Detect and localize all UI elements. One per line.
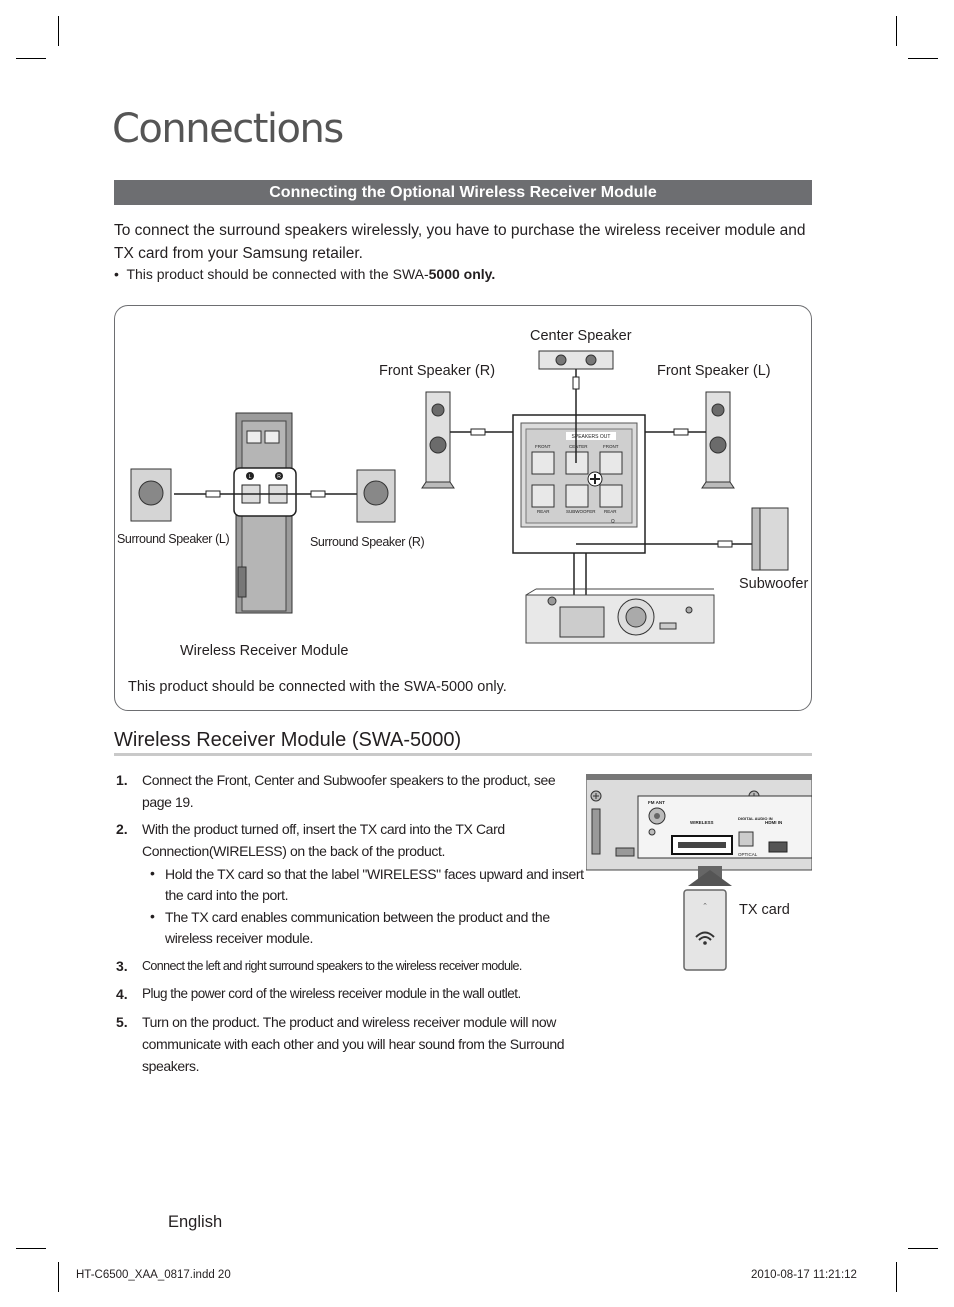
subwoofer-icon <box>751 507 789 571</box>
wireless-port-label: WIRELESS <box>690 820 714 825</box>
svg-text:⌃: ⌃ <box>702 902 708 910</box>
bullet-note: • This product should be connected with … <box>114 266 496 282</box>
page-title: Connections <box>112 106 344 152</box>
front-port-label: FRONT <box>535 444 551 449</box>
crop-mark <box>896 1262 897 1292</box>
crop-mark <box>896 16 897 46</box>
speakers-out-panel: SPEAKERS OUT FRONT CENTER FRONT REAR SUB… <box>512 414 646 554</box>
rear-port-label-2: REAR <box>604 509 617 514</box>
ohm-label: Ω <box>611 519 615 525</box>
footer-language: English <box>168 1213 223 1231</box>
step-number: 4. <box>116 986 128 1002</box>
front-speaker-l-icon <box>701 391 735 489</box>
front-port-label-2: FRONT <box>603 444 619 449</box>
center-speaker-label: Center Speaker <box>530 328 632 344</box>
l-mark: L <box>249 474 252 480</box>
bullet-bold: 5000 only. <box>428 266 496 282</box>
subsection-title: Wireless Receiver Module (SWA-5000) <box>114 729 462 751</box>
hdmi-in-label: HDMI IN <box>765 820 782 825</box>
tx-card-illustration: FM ANT WIRELESS DIGITAL AUDIO IN OPTICAL… <box>586 774 812 971</box>
sub-bullet: Hold the TX card so that the label "WIRE… <box>165 866 584 903</box>
fm-ant-label: FM ANT <box>648 800 665 805</box>
optical-label: OPTICAL <box>738 852 758 857</box>
connection-diagram: SPEAKERS OUT FRONT CENTER FRONT REAR SUB… <box>130 350 789 644</box>
step-text: Connect the left and right surround spea… <box>142 959 522 973</box>
crop-mark <box>16 1248 46 1249</box>
crop-mark <box>58 1262 59 1292</box>
front-speaker-r-icon <box>421 391 455 489</box>
step-number: 5. <box>116 1014 128 1030</box>
front-speaker-l-label: Front Speaker (L) <box>657 363 771 379</box>
front-speaker-r-label: Front Speaker (R) <box>379 363 496 379</box>
crop-mark <box>58 16 59 46</box>
rear-port-label: REAR <box>537 509 550 514</box>
step-text: Connect the Front, Center and Subwoofer … <box>142 772 556 810</box>
diagram-frame <box>114 305 812 711</box>
step-text: Turn on the product. The product and wir… <box>142 1014 565 1074</box>
digital-audio-in-label: DIGITAL AUDIO IN <box>738 816 773 821</box>
subwoofer-label: Subwoofer <box>739 576 809 592</box>
section-heading: Connecting the Optional Wireless Receive… <box>114 180 812 205</box>
speakers-out-label: SPEAKERS OUT <box>572 434 611 440</box>
main-unit-rear-panel <box>525 588 715 644</box>
subwoofer-port-label: SUBWOOFER <box>566 509 596 514</box>
tx-card-label: TX card <box>739 902 790 918</box>
surround-speaker-r-icon <box>356 469 396 523</box>
center-port-label: CENTER <box>569 444 588 449</box>
sub-bullet: The TX card enables communication betwee… <box>165 909 550 946</box>
surround-speaker-r-label: Surround Speaker (R) <box>310 535 425 549</box>
crop-mark <box>908 1248 938 1249</box>
step-number: 1. <box>116 772 128 788</box>
step-number: 3. <box>116 958 128 974</box>
center-plug <box>572 376 580 390</box>
intro-paragraph: To connect the surround speakers wireles… <box>114 222 806 262</box>
sub-bullet-dot: • <box>150 865 155 881</box>
center-speaker-icon <box>538 350 614 370</box>
subsection-rule <box>114 753 812 756</box>
surround-speaker-l-icon <box>130 468 172 522</box>
sub-bullet-dot: • <box>150 908 155 924</box>
crop-mark <box>16 58 46 59</box>
surround-speaker-l-label: Surround Speaker (L) <box>117 532 230 546</box>
r-mark: R <box>277 474 281 480</box>
footer-file: HT-C6500_XAA_0817.indd 20 <box>76 1269 231 1281</box>
footer-date: 2010-08-17 11:21:12 <box>751 1269 857 1281</box>
step-text: Plug the power cord of the wireless rece… <box>142 986 521 1001</box>
diagram-caption: This product should be connected with th… <box>128 679 507 695</box>
wireless-receiver-module-label: Wireless Receiver Module <box>180 643 349 659</box>
step-text: With the product turned off, insert the … <box>142 821 505 859</box>
step-number: 2. <box>116 821 128 837</box>
crop-mark <box>908 58 938 59</box>
bullet-text: This product should be connected with th… <box>126 266 429 282</box>
